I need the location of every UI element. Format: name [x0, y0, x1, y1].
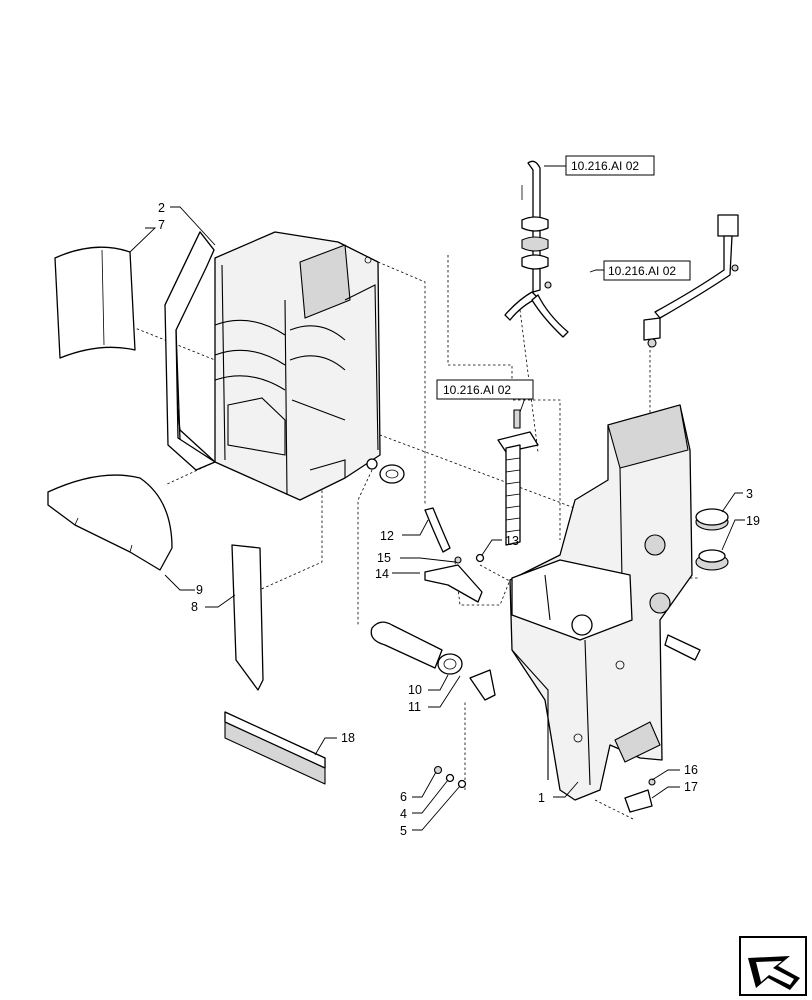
part-11-clamp	[437, 653, 463, 675]
callout-2: 2	[158, 201, 165, 215]
next-page-arrow-icon[interactable]	[739, 936, 807, 996]
tank-main-right	[509, 404, 701, 801]
part-18-flat-pad	[224, 711, 326, 785]
callout-11: 11	[408, 700, 421, 714]
callout-15: 15	[377, 551, 391, 565]
reference-box-right[interactable]: 10.216.AI 02	[603, 260, 691, 281]
part-8-foam-strip	[231, 544, 264, 691]
callout-7: 7	[158, 218, 165, 232]
callout-10: 10	[408, 683, 422, 697]
reference-right-label: 10.216.AI 02	[608, 264, 676, 278]
part-6-bolt	[433, 765, 443, 775]
threaded-rod-assembly	[497, 409, 539, 546]
callout-5: 5	[400, 824, 407, 838]
tank-housing-left	[214, 231, 381, 501]
fuel-level-sender	[504, 160, 569, 338]
part-16-screw	[648, 778, 656, 786]
hose-clamp-upper	[379, 464, 405, 484]
callout-19: 19	[746, 514, 760, 528]
part-10-hose	[370, 621, 443, 669]
part-12-small-hose	[424, 507, 451, 553]
part-2-side-shell	[164, 231, 216, 471]
part-15-screw	[454, 556, 462, 564]
part-3-filler-cap	[695, 508, 729, 531]
tube-assembly-right	[643, 214, 739, 348]
callout-14: 14	[375, 567, 389, 581]
callout-9: 9	[196, 583, 203, 597]
callout-18: 18	[341, 731, 355, 745]
reference-box-mid[interactable]: 10.216.AI 02	[436, 379, 534, 400]
part-7-insulation-panel	[54, 246, 136, 359]
part-13-nut	[475, 553, 485, 563]
callout-16: 16	[684, 763, 698, 777]
callout-1: 1	[538, 791, 545, 805]
part-14-bracket	[424, 564, 483, 603]
part-17-plate	[624, 789, 653, 813]
part-4-washer	[445, 773, 455, 783]
part-19-cap-gasket	[695, 549, 729, 571]
leader-lines	[129, 165, 745, 831]
reference-mid-label: 10.216.AI 02	[443, 383, 511, 397]
callout-numbers: 1 2 3 4 5 6 7 8 9 10 11 12 13 14 15 16 1…	[158, 201, 760, 838]
part-5-nut	[457, 779, 467, 789]
callout-12: 12	[380, 529, 394, 543]
callout-13: 13	[505, 534, 519, 548]
part-9-bottom-pad	[47, 474, 173, 571]
callout-3: 3	[746, 487, 753, 501]
reference-box-top[interactable]: 10.216.AI 02	[565, 155, 655, 176]
reference-top-label: 10.216.AI 02	[571, 159, 639, 173]
callout-4: 4	[400, 807, 407, 821]
small-bracket	[469, 669, 496, 701]
callout-6: 6	[400, 790, 407, 804]
callout-17: 17	[684, 780, 698, 794]
callout-8: 8	[191, 600, 198, 614]
